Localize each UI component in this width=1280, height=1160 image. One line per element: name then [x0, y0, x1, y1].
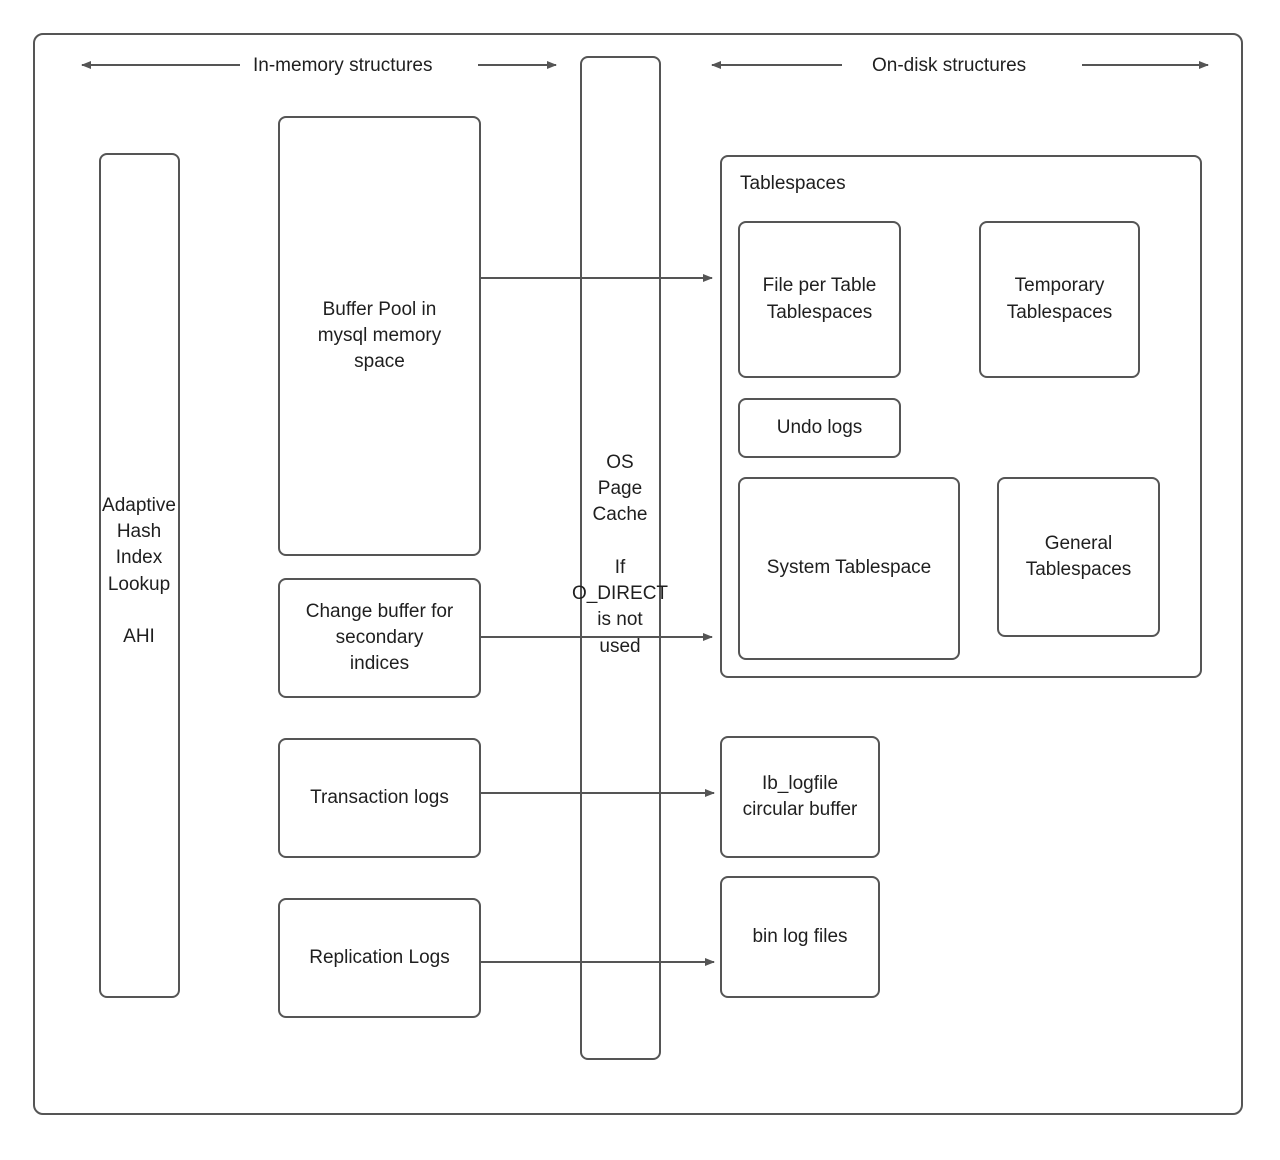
system-tablespace-box[interactable]: System Tablespace — [738, 477, 960, 660]
change-buffer-line-1: Change buffer for — [305, 600, 454, 622]
bin-log-files-box[interactable]: bin log files — [720, 876, 880, 998]
file-per-table-tablespaces-box[interactable]: File per Table Tablespaces — [738, 221, 901, 378]
replication-logs-label: Replication Logs — [309, 946, 450, 968]
file-per-table-line-2: Tablespaces — [766, 301, 873, 323]
ib-logfile-line-1: Ib_logfile — [761, 772, 839, 794]
change-buffer-line-2: secondary — [335, 626, 424, 648]
temporary-tablespaces-label: Temporary Tablespaces — [1007, 273, 1113, 325]
adaptive-hash-index-box[interactable] — [99, 153, 180, 998]
replication-logs-box[interactable]: Replication Logs — [278, 898, 481, 1018]
ib-logfile-box[interactable]: Ib_logfile circular buffer — [720, 736, 880, 858]
buffer-pool-line-2: mysql memory — [317, 324, 442, 346]
ib-logfile-label: Ib_logfile circular buffer — [743, 771, 858, 823]
buffer-pool-line-1: Buffer Pool in — [322, 298, 437, 320]
bin-log-files-label: bin log files — [752, 925, 848, 947]
os-page-cache-box[interactable] — [580, 56, 661, 1060]
change-buffer-label: Change buffer for secondary indices — [306, 599, 454, 678]
on-disk-structures-label: On-disk structures — [872, 55, 1027, 76]
system-tablespace-label: System Tablespace — [766, 557, 932, 579]
general-tablespaces-line-2: Tablespaces — [1025, 559, 1132, 580]
file-per-table-line-1: File per Table — [762, 275, 877, 297]
temporary-tablespaces-line-2: Tablespaces — [1006, 301, 1113, 323]
temporary-tablespaces-line-1: Temporary — [1014, 275, 1105, 297]
general-tablespaces-label: General Tablespaces — [1026, 531, 1132, 583]
change-buffer-line-3: indices — [349, 653, 410, 675]
change-buffer-box[interactable]: Change buffer for secondary indices — [278, 578, 481, 698]
tablespaces-title: Tablespaces — [740, 173, 846, 194]
transaction-logs-label: Transaction logs — [310, 786, 449, 808]
transaction-logs-box[interactable]: Transaction logs — [278, 738, 481, 858]
undo-logs-box[interactable]: Undo logs — [738, 398, 901, 458]
ib-logfile-line-2: circular buffer — [742, 799, 858, 820]
general-tablespaces-line-1: General — [1044, 532, 1113, 554]
general-tablespaces-box[interactable]: General Tablespaces — [997, 477, 1160, 637]
buffer-pool-label: Buffer Pool in mysql memory space — [318, 297, 442, 376]
buffer-pool-line-3: space — [354, 351, 405, 373]
file-per-table-label: File per Table Tablespaces — [763, 273, 877, 325]
in-memory-structures-label: In-memory structures — [253, 55, 433, 76]
temporary-tablespaces-box[interactable]: Temporary Tablespaces — [979, 221, 1140, 378]
undo-logs-label: Undo logs — [776, 416, 863, 438]
buffer-pool-box[interactable]: Buffer Pool in mysql memory space — [278, 116, 481, 556]
